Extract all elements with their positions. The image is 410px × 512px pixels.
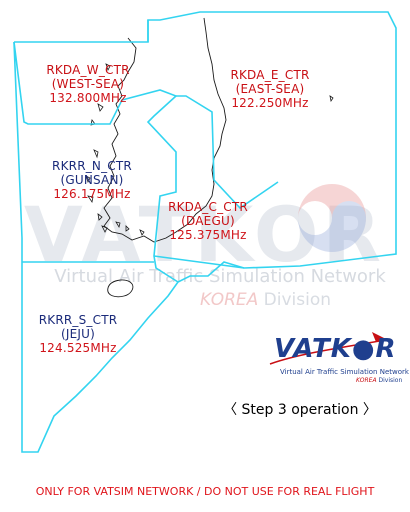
sector-frequency: 122.250MHz bbox=[231, 96, 309, 110]
sector-region: (WEST-SEA) bbox=[51, 77, 125, 91]
sector-label-rkda-w: RKDA_W_CTR (WEST-SEA) 132.800MHz bbox=[28, 63, 148, 105]
logo-korea: KOREA bbox=[356, 377, 377, 384]
logo-swoosh-icon bbox=[269, 332, 387, 365]
sector-region: (JEJU) bbox=[60, 327, 95, 341]
watermark-division-text: KOREA Division bbox=[200, 290, 410, 310]
watermark-emblem bbox=[298, 184, 366, 252]
sector-region: (EAST-SEA) bbox=[235, 82, 305, 96]
watermark-korea: KOREA bbox=[200, 290, 259, 310]
sector-label-rkrr-s: RKRR_S_CTR (JEJU) 124.525MHz bbox=[20, 313, 136, 355]
sector-label-rkrr-n: RKRR_N_CTR (GUNSAN) 126.175MHz bbox=[28, 159, 156, 201]
logo-division: KOREA Division bbox=[356, 377, 402, 384]
watermark-logo: VATKOR bbox=[24, 190, 386, 279]
watermark-network-text: Virtual Air Traffic Simulation Network bbox=[54, 266, 386, 287]
sector-label-rkda-c: RKDA_C_CTR (DAEGU) 125.375MHz bbox=[150, 200, 266, 242]
vatkor-logo: VATK●R Virtual Air Traffic Simulation Ne… bbox=[268, 330, 409, 390]
sector-region: (DAEGU) bbox=[181, 214, 235, 228]
sector-name: RKRR_S_CTR bbox=[38, 313, 118, 327]
watermark-division: Division bbox=[263, 290, 332, 310]
coastline-mainland bbox=[103, 17, 227, 243]
boundary-west-inner bbox=[13, 41, 179, 283]
logo-wordmark: VATK●R bbox=[274, 334, 397, 364]
sector-region: (GUNSAN) bbox=[60, 173, 124, 187]
sector-frequency: 132.800MHz bbox=[49, 91, 127, 105]
disclaimer-text: ONLY FOR VATSIM NETWORK / DO NOT USE FOR… bbox=[35, 485, 375, 498]
sector-name: RKDA_C_CTR bbox=[168, 200, 248, 214]
ulleung-island bbox=[329, 95, 334, 103]
logo-tagline: Virtual Air Traffic Simulation Network bbox=[280, 368, 409, 376]
boundary-central-south bbox=[153, 255, 245, 269]
sector-frequency: 124.525MHz bbox=[39, 341, 117, 355]
sector-boundaries bbox=[13, 11, 397, 453]
boundary-east-central bbox=[176, 95, 279, 210]
logo-division-word: Division bbox=[378, 377, 403, 384]
sector-name: RKDA_W_CTR bbox=[46, 63, 130, 77]
sector-frequency: 125.375MHz bbox=[169, 228, 247, 242]
fir-outer-boundary bbox=[13, 11, 397, 453]
sector-name: RKRR_N_CTR bbox=[52, 159, 132, 173]
step-caption: 〈 Step 3 operation 〉 bbox=[223, 402, 377, 418]
coastline-jeju bbox=[107, 279, 134, 298]
sector-frequency: 126.175MHz bbox=[53, 187, 131, 201]
sector-label-rkda-e: RKDA_E_CTR (EAST-SEA) 122.250MHz bbox=[210, 68, 330, 110]
sector-name: RKDA_E_CTR bbox=[230, 68, 310, 82]
